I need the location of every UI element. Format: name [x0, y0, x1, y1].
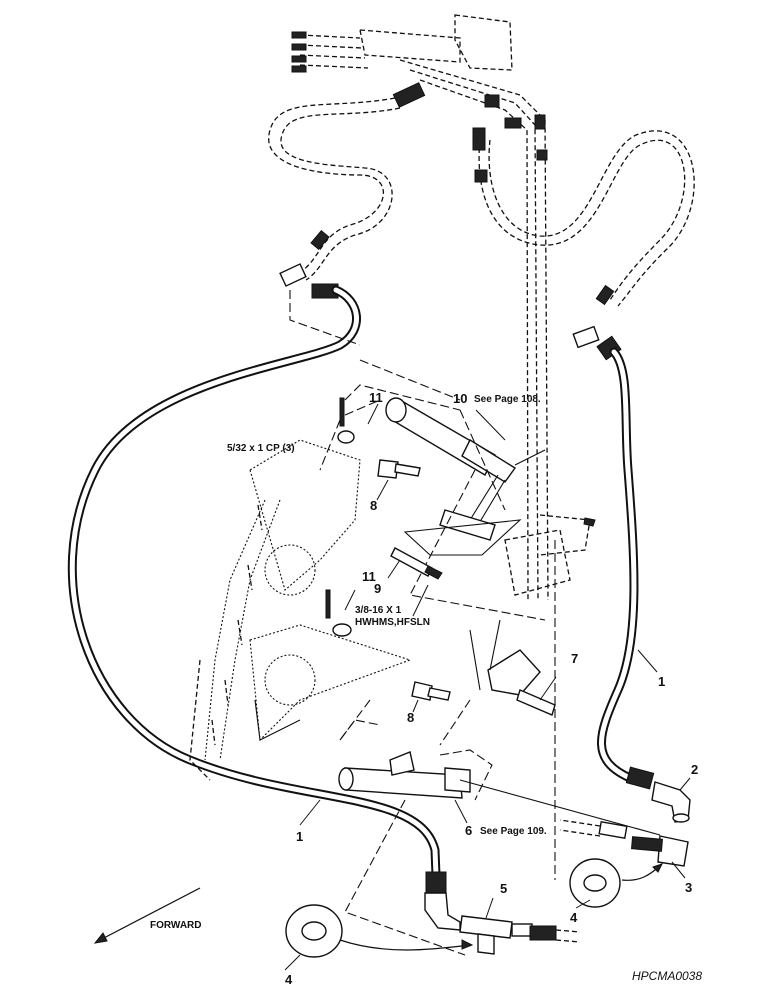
- callout-6: 6: [465, 823, 472, 838]
- cylinder-6: [338, 699, 661, 836]
- figure-code: HPCMA0038: [632, 969, 702, 983]
- pin-8-top: [377, 459, 421, 479]
- tee-fitting-3: [559, 819, 689, 867]
- screw-note-line2: HWHMS,HFSLN: [355, 617, 430, 628]
- callout-8-bottom: 8: [407, 710, 414, 725]
- callout-1-right: 1: [658, 674, 665, 689]
- callout-10: 10: [453, 391, 467, 406]
- callout-4-left: 4: [285, 972, 293, 987]
- lift-arm-frame: [189, 359, 546, 781]
- o-ring-4-left: [285, 904, 474, 958]
- assembly-outline: [289, 290, 556, 956]
- pin-8-bottom: [411, 681, 451, 701]
- callout-9: 9: [374, 581, 381, 596]
- callout-7: 7: [571, 651, 578, 666]
- callout-5: 5: [500, 881, 507, 896]
- forward-arrow: [93, 887, 201, 944]
- bracket-plate: [403, 514, 596, 596]
- hose-right-long: [597, 347, 655, 790]
- callout-8-top: 8: [370, 498, 377, 513]
- callout-2: 2: [691, 762, 698, 777]
- leader-lines: [284, 403, 691, 971]
- hose-left-long: [67, 285, 461, 931]
- elbow-fitting-2: [651, 781, 691, 823]
- screw-note-line1: 3/8-16 X 1: [355, 605, 402, 616]
- cylinder-10: [344, 384, 546, 541]
- callout-1-left: 1: [296, 829, 303, 844]
- cotter-pin-note: 5/32 x 1 CP (3): [227, 443, 295, 454]
- valve-block: [291, 14, 549, 601]
- callout-3: 3: [685, 880, 692, 895]
- fittings: [279, 263, 622, 361]
- forward-label: FORWARD: [150, 920, 201, 931]
- callout-labels: 11 10 See Page 108. 5/32 x 1 CP (3) 8 11…: [150, 390, 702, 987]
- callout-10-note: See Page 108.: [474, 394, 541, 405]
- tee-fitting-5: [459, 915, 581, 955]
- return-hoses-dashed: [268, 97, 695, 307]
- callout-4-right: 4: [570, 910, 578, 925]
- callout-6-note: See Page 109.: [480, 826, 547, 837]
- cotter-pin-11-bottom: [325, 589, 352, 637]
- o-ring-4-right: [569, 858, 663, 908]
- pin-7: [469, 619, 556, 716]
- callout-11-top: 11: [369, 390, 383, 405]
- pin-9: [390, 547, 443, 580]
- cotter-pin-11-top: [337, 397, 355, 444]
- callout-11-bottom: 11: [362, 569, 376, 584]
